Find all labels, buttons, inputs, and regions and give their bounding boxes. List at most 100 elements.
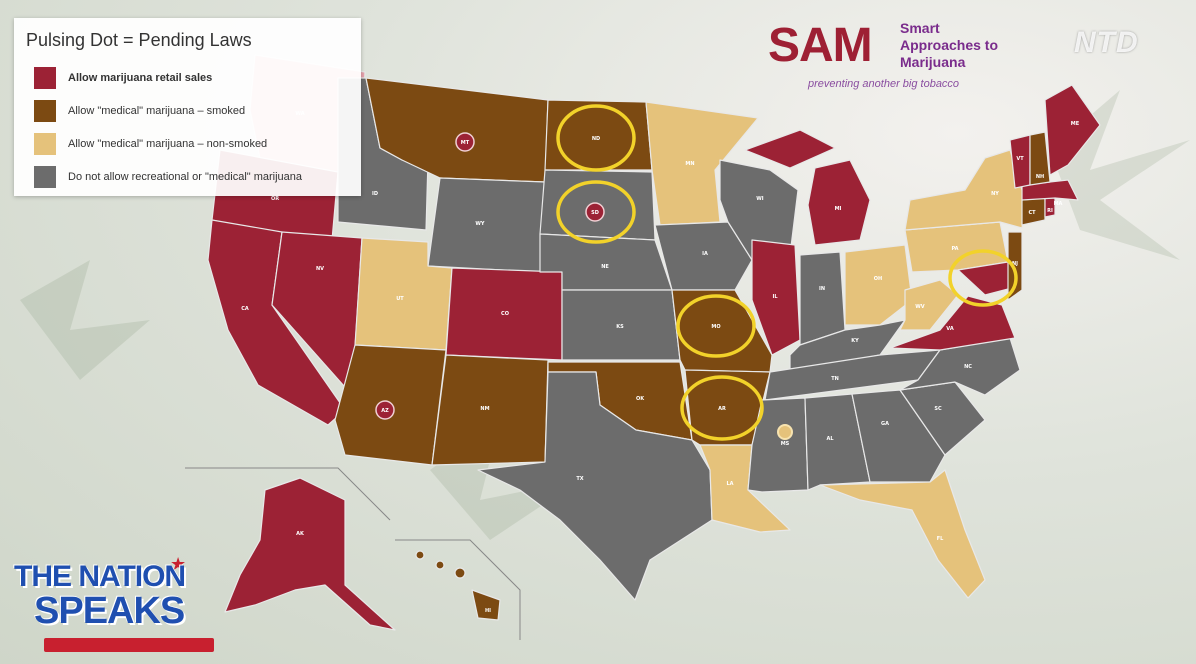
pending-ring-ar[interactable] [680,375,764,441]
sam-line-2: Approaches to [900,37,999,53]
state-label-mi: MI [835,206,842,212]
legend-label-none: Do not allow recreational or "medical" m… [68,171,303,183]
state-label-pa: PA [951,246,958,252]
state-ia[interactable] [654,221,753,291]
svg-text:SD: SD [591,210,599,216]
logo-ribbon [44,638,214,652]
legend-label-medical-smoked: Allow "medical" marijuana – smoked [68,105,246,117]
state-label-nd: ND [592,136,600,142]
state-label-al: AL [826,436,834,442]
legend-panel: Pulsing Dot = Pending Laws Allow marijua… [14,18,361,196]
the-nation-speaks-logo: ★ THE NATION SPEAKS [10,554,214,660]
legend-swatch-retail [34,67,56,89]
state-label-or: OR [271,196,279,202]
state-label-ut: UT [396,296,404,302]
pending-ring-sd[interactable] [556,180,636,244]
legend-swatch-medical-smoked [34,100,56,122]
state-label-wi: WI [756,196,764,202]
pending-ring-nd[interactable] [556,104,636,172]
state-label-nv: NV [316,266,324,272]
state-il[interactable] [751,239,801,356]
state-label-ri: RI [1047,208,1053,214]
state-label-mn: MN [685,161,694,167]
state-ny[interactable] [904,149,1026,231]
state-fl[interactable] [819,469,986,599]
pending-dots: MT SD AZ [375,132,793,440]
state-label-ny: NY [991,191,999,197]
state-label-co: CO [501,311,509,317]
pending-rings [556,104,1018,441]
state-me[interactable] [1044,84,1101,176]
state-ga[interactable] [851,389,946,483]
legend-swatch-medical-non-smoked [34,133,56,155]
state-ma[interactable] [1021,179,1079,201]
show-title-line-1: THE NATION [14,560,186,593]
state-label-id: ID [372,191,378,197]
state-label-nc: NC [964,364,972,370]
state-hi[interactable] [415,550,501,621]
pending-ring-md[interactable] [948,249,1018,307]
state-label-nh: NH [1036,174,1044,180]
inset-border-ak [185,467,391,521]
ntd-watermark: NTD [1074,26,1139,59]
sam-tagline: preventing another big tobacco [808,78,960,90]
star-icon: ★ [170,554,187,574]
state-label-oh: OH [874,276,882,282]
state-oh[interactable] [844,244,913,326]
state-label-tn: TN [831,376,839,382]
legend-swatch-none [34,166,56,188]
state-ak[interactable] [224,477,396,631]
state-label-ct: CT [1028,210,1036,216]
legend-label-retail: Allow marijuana retail sales [68,72,213,84]
legend-item-none: Do not allow recreational or "medical" m… [34,166,303,188]
state-label-ca: CA [241,306,249,312]
state-labels: WA OR CA NV ID WY UT CO NM NE KS OK TX M… [241,111,1080,614]
state-label-il: IL [772,294,778,300]
state-tx[interactable] [477,371,713,601]
state-label-ks: KS [616,324,624,330]
state-al[interactable] [804,393,871,491]
state-nm[interactable] [431,354,549,466]
state-label-tx: TX [576,476,583,482]
pending-dot-ms[interactable] [777,424,793,440]
state-in[interactable] [799,251,846,346]
pending-ring-mo[interactable] [676,294,756,358]
state-label-mo: MO [711,324,720,330]
state-label-va: VA [946,326,954,332]
state-label-ms: MS [781,441,790,447]
inset-border-hi [395,539,521,640]
state-nj[interactable] [1007,231,1023,301]
pending-dot-sd[interactable]: SD [585,202,605,222]
state-label-vt: VT [1016,156,1024,162]
state-wv[interactable] [899,279,959,331]
legend-title: Pulsing Dot = Pending Laws [26,30,252,50]
state-label-ga: GA [881,421,889,427]
state-label-fl: FL [937,536,944,542]
legend-item-medical-non-smoked: Allow "medical" marijuana – non-smoked [34,133,267,155]
state-nh[interactable] [1029,131,1051,186]
state-label-nm: NM [480,406,489,412]
state-label-ok: OK [636,396,645,402]
svg-text:MT: MT [461,140,470,146]
state-mi[interactable] [744,129,871,246]
state-wy[interactable] [427,177,546,273]
state-label-ak: AK [296,531,305,537]
state-label-nj: NJ [1012,261,1018,267]
sam-wordmark: SAM [768,19,873,72]
state-label-wy: WY [475,221,485,227]
pending-dot-mt[interactable]: MT [455,132,475,152]
state-nd[interactable] [544,99,653,171]
svg-text:AZ: AZ [381,408,389,414]
state-label-ma: MA [1054,201,1063,207]
state-label-ne: NE [601,264,609,270]
sam-line-3: Marijuana [900,54,966,70]
legend-item-medical-smoked: Allow "medical" marijuana – smoked [34,100,246,122]
state-label-la: LA [726,481,733,487]
state-va[interactable] [889,295,1016,351]
state-label-in: IN [819,286,825,292]
state-label-hi: HI [485,608,491,614]
state-label-ar: AR [718,406,726,412]
pending-dot-az[interactable]: AZ [375,400,395,420]
sam-line-1: Smart [900,20,940,36]
